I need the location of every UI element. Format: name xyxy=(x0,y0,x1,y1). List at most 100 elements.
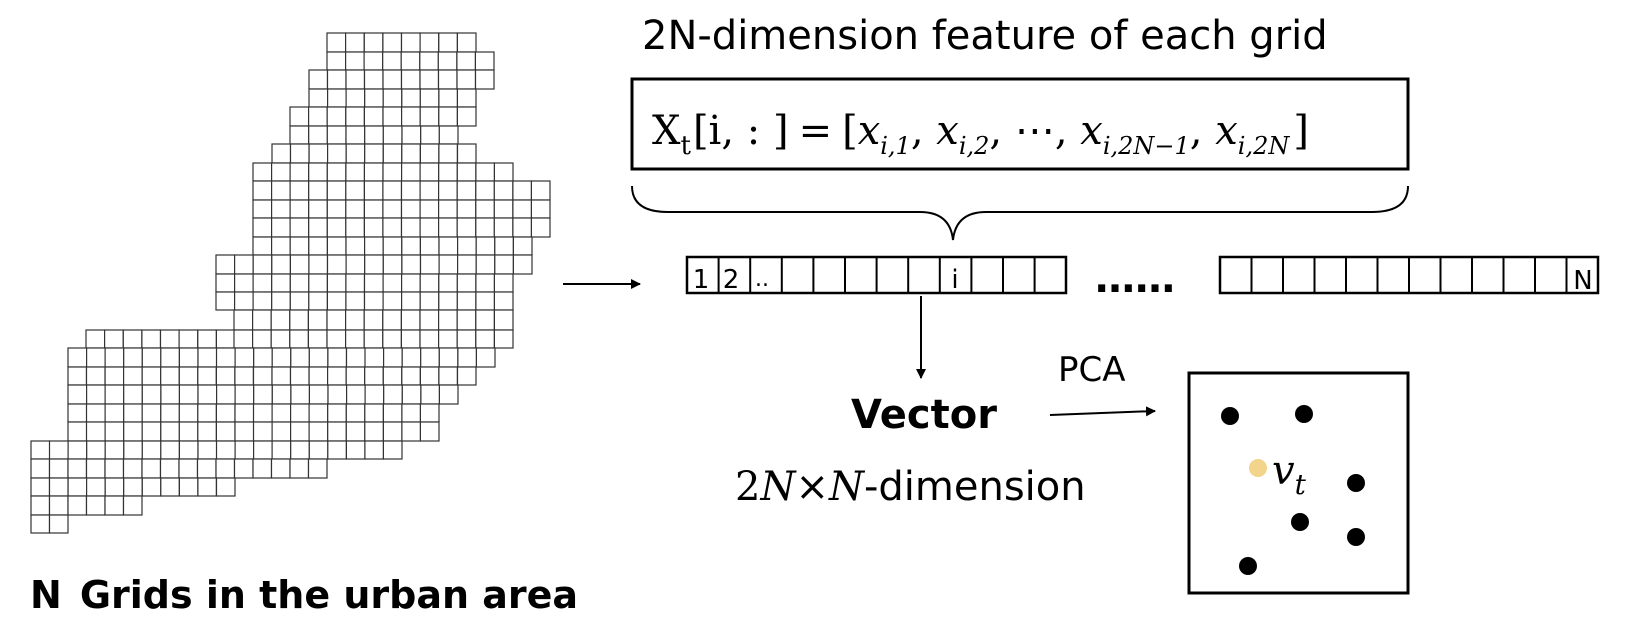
grid-cell xyxy=(364,236,384,256)
grid-cell xyxy=(252,403,273,423)
grid-cell xyxy=(327,347,348,368)
grid-cell xyxy=(438,366,458,386)
grid-cell xyxy=(326,125,347,145)
grid-cell xyxy=(215,403,236,423)
grid-cell xyxy=(30,477,51,497)
grid-cell xyxy=(345,143,366,164)
grid-cell xyxy=(104,384,125,405)
grid-cell xyxy=(141,347,162,368)
grid-cell xyxy=(419,88,440,108)
grid-cell xyxy=(307,329,328,349)
grid-cell xyxy=(289,273,310,293)
grid-cell xyxy=(326,273,347,293)
grid-cell xyxy=(493,291,514,311)
vector-gap-ellipsis: …… xyxy=(1095,256,1175,302)
grid-cell xyxy=(271,199,291,219)
grid-cell xyxy=(382,291,403,311)
grid-cell xyxy=(419,366,440,386)
grid-cell xyxy=(419,180,440,201)
grid-cell xyxy=(400,329,421,349)
grid-cell xyxy=(456,366,477,386)
grid-cell xyxy=(401,384,422,405)
grid-cell xyxy=(364,403,384,423)
grid-cell xyxy=(419,51,439,71)
grid-cell xyxy=(327,421,347,442)
grid-cell xyxy=(197,329,218,349)
grid-cell xyxy=(419,254,440,275)
grid-cell xyxy=(420,347,440,368)
grid-cell xyxy=(104,440,125,460)
grid-cell xyxy=(104,347,125,368)
grid-cell xyxy=(401,403,422,423)
grid-cell xyxy=(48,458,69,479)
grid-cell xyxy=(289,106,310,127)
formula-equals: = xyxy=(799,108,833,154)
grid-cell xyxy=(419,291,440,311)
grid-cell xyxy=(308,421,329,442)
embedding-point xyxy=(1291,513,1309,531)
grid-cell xyxy=(438,291,458,311)
grid-cell xyxy=(456,32,477,53)
grid-cell xyxy=(326,106,347,127)
grid-cell xyxy=(67,421,88,442)
grid-cell xyxy=(364,143,384,164)
grid-cell xyxy=(512,180,533,201)
grid-cell xyxy=(438,347,459,368)
grid-cell xyxy=(382,403,403,423)
grid-cell xyxy=(141,440,162,460)
grid-cell xyxy=(67,440,88,460)
grid-cell xyxy=(160,440,181,460)
grid-cell xyxy=(512,254,533,275)
grid-cell xyxy=(271,403,292,423)
grid-cell xyxy=(400,32,421,53)
grid-cell xyxy=(252,217,273,238)
grid-cell xyxy=(364,254,384,275)
grid-cell xyxy=(419,143,440,164)
embedding-point xyxy=(1347,474,1365,492)
grid-cell xyxy=(419,273,440,293)
grid-cell xyxy=(327,366,347,386)
grid-cell xyxy=(308,88,329,108)
grid-cell xyxy=(456,329,477,349)
grid-cell xyxy=(512,217,533,238)
grid-cell xyxy=(419,421,440,442)
grid-cell xyxy=(252,309,272,331)
grid-cell xyxy=(308,199,328,219)
grid-cell xyxy=(400,51,421,71)
grid-cell xyxy=(419,162,440,182)
grid-cell xyxy=(160,421,181,442)
vector-cell-label-1: 1 xyxy=(693,265,710,295)
grid-cell xyxy=(67,403,88,423)
grid-cell xyxy=(215,347,236,368)
grid-cell xyxy=(197,347,218,368)
grid-cell xyxy=(364,366,384,386)
grid-cell xyxy=(456,273,477,293)
grid-cell xyxy=(178,458,199,479)
grid-cell xyxy=(123,384,143,405)
grid-cell xyxy=(308,217,328,238)
grid-cell xyxy=(475,329,495,349)
formula-box xyxy=(630,77,1410,171)
grid-cell xyxy=(290,421,310,442)
grid-cell xyxy=(307,309,328,331)
grid-cell xyxy=(67,366,88,386)
grid-cell xyxy=(345,309,365,331)
grid-cell xyxy=(123,403,143,423)
grid-cell xyxy=(215,440,236,460)
grid-cell xyxy=(438,199,458,219)
formula-term-4: x xyxy=(1215,108,1238,154)
grid-cell xyxy=(85,495,106,516)
grid-cell xyxy=(326,217,347,238)
grid-cell xyxy=(345,199,365,219)
grid-cell xyxy=(345,69,366,90)
grid-cell xyxy=(457,347,478,368)
grid-cell xyxy=(400,217,421,238)
grid-cell xyxy=(457,236,477,256)
grid-cell xyxy=(104,403,125,423)
grid-cell xyxy=(123,347,143,368)
grid-cell xyxy=(438,384,459,405)
grid-cell xyxy=(252,366,273,386)
grid-cell xyxy=(363,309,384,331)
grid-cell xyxy=(289,291,310,311)
grid-cell xyxy=(494,236,514,256)
